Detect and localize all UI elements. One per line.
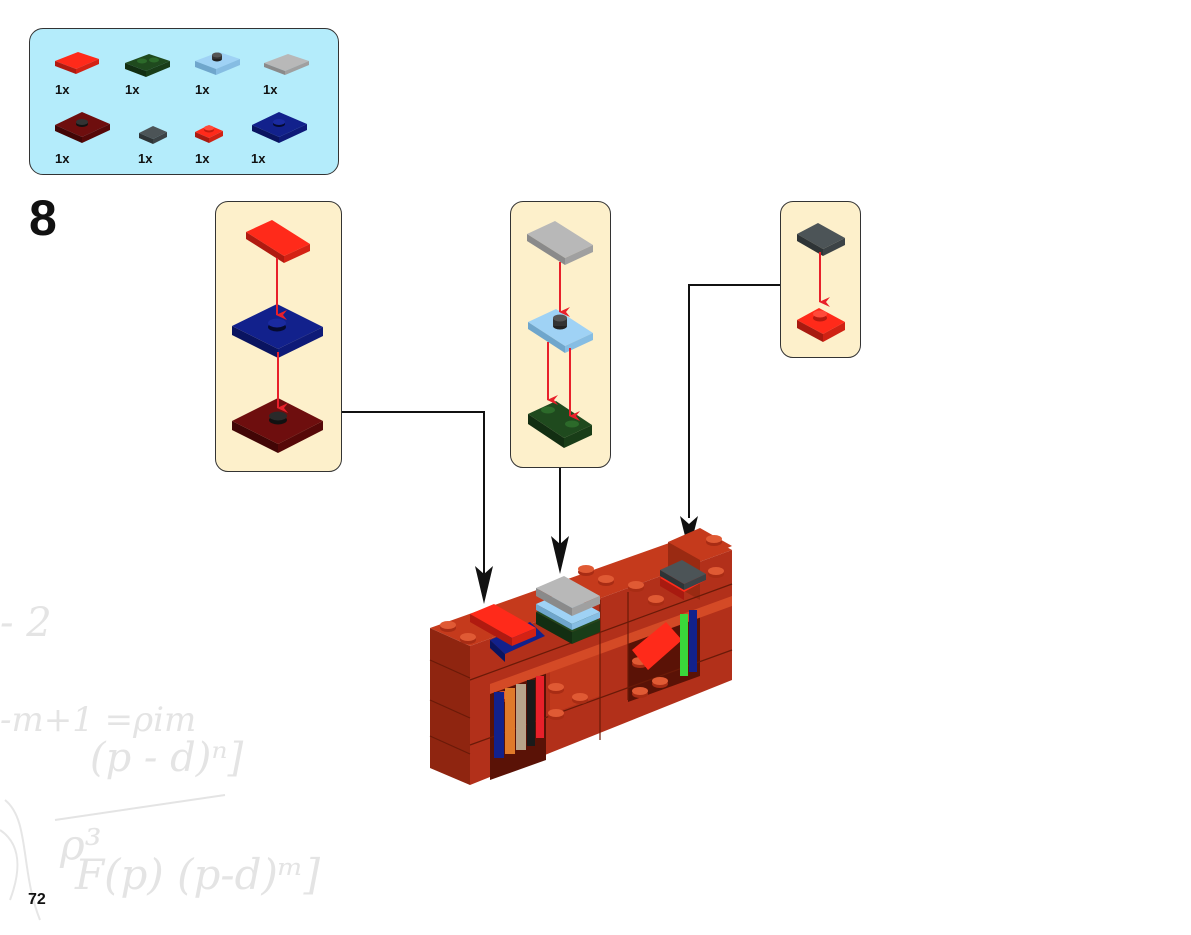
part-blue-jumper-plate-2x2 <box>252 112 307 143</box>
part-qty: 1x <box>251 151 266 166</box>
background-scribble: -m+1 =ρim <box>0 700 197 740</box>
step-number: 8 <box>29 190 57 246</box>
connector-arrows <box>342 284 780 578</box>
left-callout-parts <box>232 220 323 453</box>
part-qty: 1x <box>55 82 70 97</box>
part-qty: 1x <box>55 151 70 166</box>
right-callout-parts <box>797 223 845 342</box>
background-scribble: - 2 <box>0 600 52 646</box>
part-light-gray-tile-1x2 <box>264 54 309 75</box>
part-dark-red-jumper-plate-2x2 <box>55 112 110 143</box>
middle-callout-parts <box>527 221 593 448</box>
background-scribble: ρ³ <box>60 820 102 869</box>
background-scribble: (p - d)ⁿ] <box>90 735 244 781</box>
part-red-plate-1x1 <box>195 125 223 143</box>
part-qty: 1x <box>263 82 278 97</box>
part-qty: 1x <box>125 82 140 97</box>
part-qty: 1x <box>195 151 210 166</box>
background-scribble: F(p) (p-d)ᵐ] <box>75 850 321 899</box>
part-qty: 1x <box>138 151 153 166</box>
part-dark-green-plate-1x2 <box>125 54 170 77</box>
parts-list-panel: 1x 1x 1x 1x 1x 1x <box>29 28 339 175</box>
part-dark-gray-tile-1x1 <box>139 126 167 144</box>
part-qty: 1x <box>195 82 210 97</box>
part-light-blue-jumper-plate-1x2 <box>195 52 240 75</box>
bookshelf-model <box>429 528 733 785</box>
part-red-tile-1x2 <box>55 52 99 74</box>
page-number: 72 <box>28 891 46 908</box>
